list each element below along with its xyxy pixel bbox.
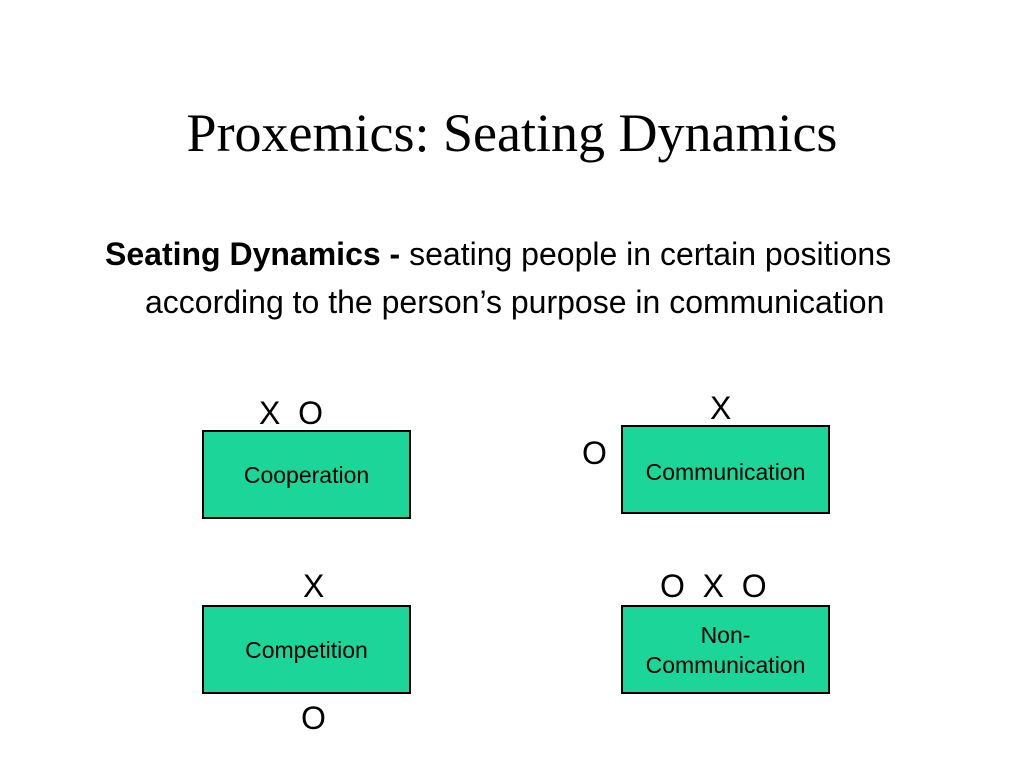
communication-label: Communication	[645, 459, 806, 485]
non-communication-label-line1: Non-	[700, 621, 751, 648]
cooperation-label: Cooperation	[243, 461, 370, 488]
cooperation-seats: X O	[259, 395, 324, 431]
non-communication-table: Non- Communication	[621, 605, 830, 694]
definition-term: Seating Dynamics -	[105, 236, 410, 272]
communication-seat-left: O	[582, 435, 607, 471]
competition-seat-top: X	[303, 568, 325, 604]
communication-seat-top: X	[710, 390, 732, 426]
definition-paragraph: Seating Dynamics - seating people in cer…	[105, 230, 1015, 326]
slide-title: Proxemics: Seating Dynamics	[186, 103, 838, 163]
communication-table: Communication	[621, 425, 830, 514]
competition-table: Competition	[202, 605, 411, 694]
cooperation-table: Cooperation	[202, 430, 411, 519]
definition-text: seating people in certain positions acco…	[145, 236, 892, 320]
competition-seat-bottom: O	[301, 700, 326, 736]
non-communication-seats: O X O	[660, 568, 767, 604]
non-communication-label-line2: Communication	[645, 651, 806, 678]
competition-label: Competition	[245, 636, 368, 663]
